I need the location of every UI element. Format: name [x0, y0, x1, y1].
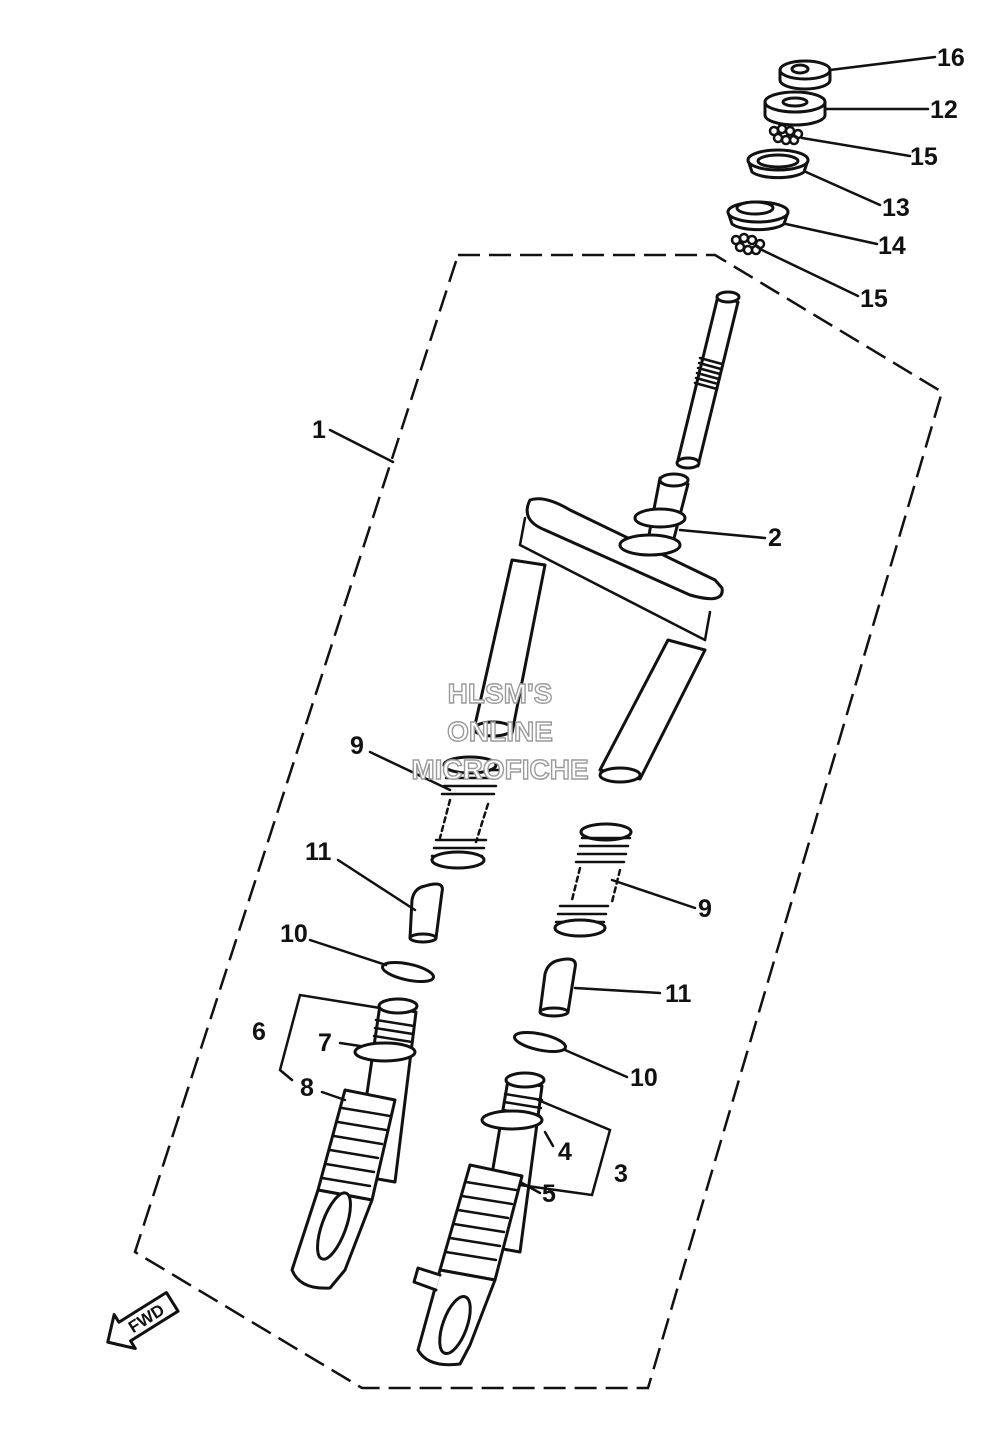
callout-12: 12	[930, 96, 958, 124]
callout-13: 13	[882, 194, 910, 222]
leader-5	[520, 1181, 542, 1195]
watermark-line-1: HLSM'S	[448, 678, 553, 709]
callout-8: 8	[300, 1074, 314, 1102]
leader-9b	[610, 878, 697, 910]
watermark-line-3: MICROFICHE	[411, 754, 588, 785]
part-11-cap-left	[408, 882, 444, 944]
leader-3-bracket	[518, 1098, 612, 1197]
callout-3: 3	[614, 1160, 628, 1188]
leader-8	[320, 1090, 347, 1102]
watermark-line-2: ONLINE	[447, 716, 553, 747]
part-10-oring-left	[381, 960, 435, 984]
callout-6: 6	[252, 1018, 266, 1046]
part-15-ball-bearing-lower	[730, 232, 766, 256]
part-10-oring-right	[513, 1030, 567, 1054]
part-14-ball-race	[726, 200, 790, 232]
part-16-lock-nut	[778, 59, 832, 91]
part-9-spring-right	[553, 822, 633, 938]
watermark: HLSM'S ONLINE MICROFICHE	[411, 677, 590, 785]
callout-15: 15	[860, 285, 888, 313]
part-13-ball-race	[746, 148, 810, 180]
callout-1: 1	[312, 416, 326, 444]
callout-5: 5	[542, 1180, 556, 1208]
leader-11a	[336, 858, 417, 912]
callout-15: 15	[910, 143, 938, 171]
leader-15a	[800, 136, 912, 158]
callout-9: 9	[698, 895, 712, 923]
callout-2: 2	[768, 524, 782, 552]
steering-stem-shaft	[675, 290, 741, 470]
leader-4	[543, 1130, 555, 1148]
part-15-ball-bearing-upper	[768, 123, 804, 146]
leader-15b	[760, 248, 860, 298]
leader-13	[804, 170, 882, 207]
callout-10: 10	[280, 920, 308, 948]
leader-1	[328, 428, 395, 464]
callout-7: 7	[318, 1029, 332, 1057]
leader-6-bracket	[278, 993, 382, 1082]
part-6-fork-leg-left	[290, 997, 419, 1290]
callout-11: 11	[665, 980, 692, 1008]
callout-14: 14	[878, 232, 906, 260]
leader-16	[828, 55, 937, 72]
callout-11: 11	[305, 838, 332, 866]
callout-10: 10	[630, 1064, 658, 1092]
leader-10a	[308, 938, 388, 967]
fwd-arrow-icon: FWD	[106, 1291, 180, 1350]
callout-9: 9	[350, 732, 364, 760]
assembly-boundary	[133, 253, 944, 1390]
part-3-fork-leg-right	[412, 1071, 546, 1367]
part-9-spring-left	[430, 755, 502, 870]
leader-2	[678, 528, 767, 540]
leader-14	[784, 222, 879, 246]
leader-10b	[563, 1048, 629, 1079]
leader-7	[338, 1041, 362, 1048]
leader-11b	[573, 986, 662, 995]
leader-9a	[368, 750, 452, 792]
callout-16: 16	[937, 44, 965, 72]
part-12-bearing-cone	[763, 90, 827, 127]
part-11-cap-right	[538, 957, 577, 1018]
part-2-fork-bracket	[472, 472, 724, 784]
callout-4: 4	[558, 1138, 572, 1166]
